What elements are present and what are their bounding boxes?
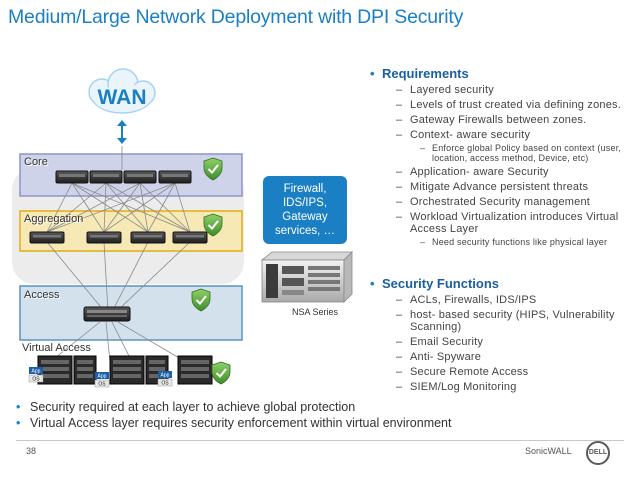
- network-diagram: WAN: [0, 0, 360, 400]
- virtual-access-servers: [37, 355, 213, 385]
- requirement-text: Workload Virtualization introduces Virtu…: [410, 211, 619, 235]
- aggregation-switch: [86, 231, 122, 244]
- core-switch: [89, 170, 123, 184]
- wan-label: WAN: [98, 86, 147, 109]
- vm-os-label: OS: [161, 381, 169, 387]
- firewall-line: Gateway: [282, 211, 328, 223]
- core-switch: [55, 170, 89, 184]
- footer-brand: SonicWALL: [525, 446, 572, 456]
- vm-os-label: OS: [98, 382, 106, 388]
- access-layer-label: Access: [24, 289, 60, 301]
- page-number: 38: [26, 446, 37, 456]
- nsa-series-caption: NSA Series: [292, 307, 339, 317]
- vm-badge: App OS: [157, 371, 173, 387]
- shield-icon: [203, 213, 223, 237]
- requirement-text: Orchestrated Security management: [410, 196, 591, 208]
- wan-cloud: WAN: [88, 68, 156, 114]
- list-item: Application- aware Security: [370, 166, 632, 178]
- shield-icon: [211, 361, 231, 385]
- vm-os-label: OS: [32, 377, 40, 383]
- vm-app-label: App: [32, 369, 41, 375]
- server-rack: [145, 355, 169, 385]
- requirement-text: Application- aware Security: [410, 166, 549, 178]
- requirement-text: Gateway Firewalls between zones.: [410, 114, 587, 126]
- list-item: Secure Remote Access: [370, 366, 632, 378]
- security-functions-heading: Security Functions: [370, 276, 632, 292]
- vm-app-label: App: [98, 374, 107, 380]
- sub-list-item: Need security functions like physical la…: [410, 237, 632, 247]
- core-switch: [123, 170, 157, 184]
- wan-link-arrow: [117, 120, 127, 144]
- shield-icon: [191, 288, 211, 312]
- dell-logo-icon: DELL: [586, 441, 610, 465]
- requirement-text: Context- aware security: [410, 129, 531, 141]
- aggregation-switches: [29, 231, 208, 244]
- firewall-line: IDS/IPS,: [282, 197, 328, 209]
- list-item: Context- aware security Enforce global P…: [370, 129, 632, 163]
- aggregation-switch: [29, 231, 65, 244]
- aggregation-access-links: [46, 241, 191, 313]
- firewall-line: services, …: [274, 225, 336, 237]
- summary-bullets: Security required at each layer to achie…: [16, 399, 616, 431]
- list-item: Levels of trust created via defining zon…: [370, 99, 632, 111]
- summary-bullet: Virtual Access layer requires security e…: [16, 415, 616, 431]
- list-item: Anti- Spyware: [370, 351, 632, 363]
- vm-app-label: App: [161, 373, 170, 379]
- footer-divider: [16, 440, 624, 441]
- vm-badge: App OS: [28, 367, 44, 383]
- shield-icon: [203, 157, 223, 181]
- list-item: ACLs, Firewalls, IDS/IPS: [370, 294, 632, 306]
- list-item: host- based security (HIPS, Vulnerabilit…: [370, 309, 632, 333]
- aggregation-switch: [172, 231, 208, 244]
- list-item: Gateway Firewalls between zones.: [370, 114, 632, 126]
- virtual-access-layer-label: Virtual Access: [22, 342, 91, 354]
- nsa-appliance: [260, 251, 353, 303]
- page-title: Medium/Large Network Deployment with DPI…: [8, 6, 464, 28]
- security-functions-list: ACLs, Firewalls, IDS/IPS host- based sec…: [370, 294, 632, 393]
- sub-list: Need security functions like physical la…: [410, 237, 632, 247]
- core-aggregation-links: [46, 182, 191, 233]
- summary-bullet: Security required at each layer to achie…: [16, 399, 616, 415]
- requirements-list: Layered security Levels of trust created…: [370, 84, 632, 247]
- security-functions-section: Security Functions ACLs, Firewalls, IDS/…: [370, 276, 632, 396]
- server-rack: [73, 355, 97, 385]
- sub-list-item: Enforce global Policy based on context (…: [410, 143, 632, 163]
- vm-badges: App OS App OS App OS: [28, 367, 173, 388]
- list-item: Email Security: [370, 336, 632, 348]
- list-item: Workload Virtualization introduces Virtu…: [370, 211, 632, 247]
- aggregation-layer-label: Aggregation: [24, 213, 84, 225]
- core-layer-label: Core: [24, 156, 48, 168]
- access-switch: [83, 306, 131, 322]
- list-item: Layered security: [370, 84, 632, 96]
- list-item: Mitigate Advance persistent threats: [370, 181, 632, 193]
- sub-list: Enforce global Policy based on context (…: [410, 143, 632, 163]
- firewall-line: Firewall,: [283, 183, 327, 195]
- core-switch: [158, 170, 192, 184]
- aggregation-switch: [130, 231, 166, 244]
- requirements-heading: Requirements: [370, 66, 632, 82]
- network-diagram-svg: WAN: [12, 68, 353, 388]
- access-virtual-links: [49, 321, 187, 363]
- list-item: Orchestrated Security management: [370, 196, 632, 208]
- requirement-text: Levels of trust created via defining zon…: [410, 99, 621, 111]
- server-rack: [177, 355, 213, 385]
- firewall-services-box: Firewall, IDS/IPS, Gateway services, …: [263, 176, 347, 244]
- core-switches: [55, 170, 192, 184]
- requirement-text: Layered security: [410, 84, 494, 96]
- requirements-section: Requirements Layered security Levels of …: [370, 66, 632, 250]
- requirement-text: Mitigate Advance persistent threats: [410, 181, 589, 193]
- server-rack: [109, 355, 145, 385]
- vm-badge: App OS: [94, 372, 110, 388]
- list-item: SIEM/Log Monitoring: [370, 381, 632, 393]
